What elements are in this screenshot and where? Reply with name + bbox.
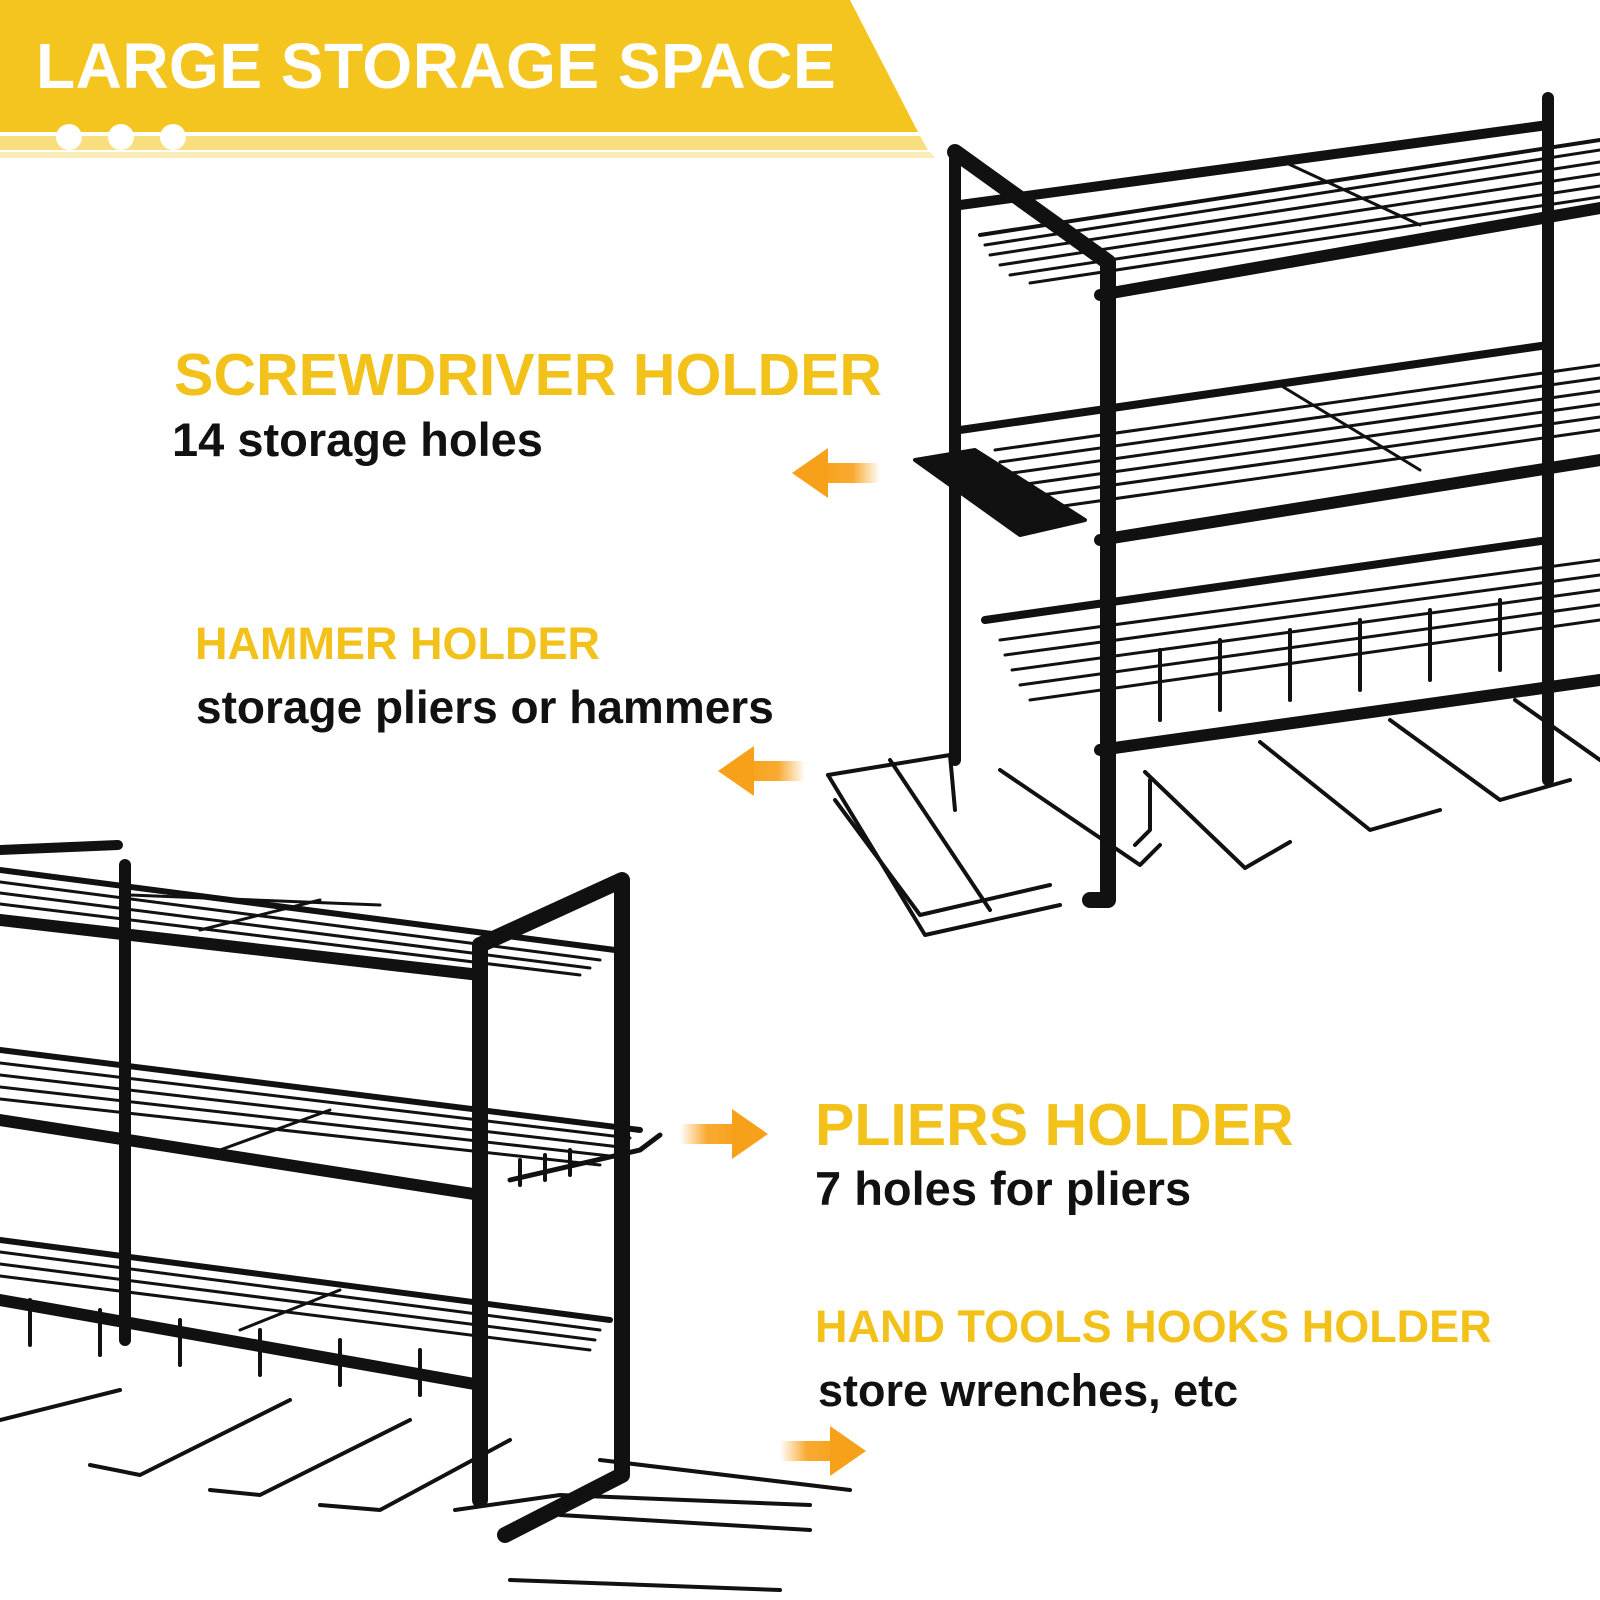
banner-title: LARGE STORAGE SPACE (36, 30, 837, 102)
hammer-holder-subtitle: storage pliers or hammers (196, 681, 774, 733)
banner-dots (56, 124, 186, 150)
arrow-hammer (718, 746, 805, 796)
banner-dot (108, 124, 134, 150)
title-banner (0, 0, 935, 158)
screwdriver-holder-title: SCREWDRIVER HOLDER (174, 342, 883, 408)
banner-dot (160, 124, 186, 150)
arrow-hooks (780, 1426, 866, 1476)
hand-tools-hooks-holder-subtitle: store wrenches, etc (818, 1365, 1239, 1416)
pliers-holder-title: PLIERS HOLDER (815, 1092, 1294, 1158)
hand-tools-hooks-holder-title: HAND TOOLS HOOKS HOLDER (815, 1301, 1492, 1352)
rack-right (826, 92, 1600, 937)
screwdriver-holder-subtitle: 14 storage holes (172, 413, 543, 466)
arrow-screwdriver (792, 448, 880, 498)
banner-dot (56, 124, 82, 150)
rack-left (0, 840, 852, 1592)
hammer-holder-title: HAMMER HOLDER (195, 618, 600, 669)
arrow-pliers (680, 1109, 768, 1159)
pliers-holder-subtitle: 7 holes for pliers (815, 1162, 1192, 1215)
